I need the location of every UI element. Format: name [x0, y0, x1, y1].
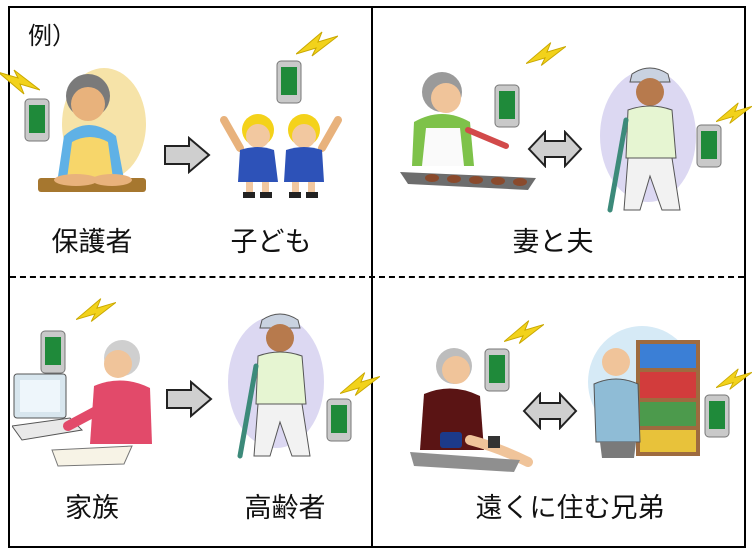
wife-figure	[398, 66, 538, 196]
mobile-phone-icon	[696, 124, 722, 168]
mobile-phone-icon	[484, 348, 510, 392]
signal-lightning-icon	[0, 66, 40, 96]
horizontal-divider	[10, 276, 744, 278]
distant-siblings-label: 遠くに住む兄弟	[475, 493, 665, 524]
mobile-phone-icon	[704, 394, 730, 438]
signal-lightning-icon	[76, 296, 116, 326]
outer-frame	[8, 6, 746, 548]
signal-lightning-icon	[504, 318, 544, 348]
right-arrow-icon	[165, 380, 213, 418]
signal-lightning-icon	[296, 30, 338, 60]
mobile-phone-icon	[494, 84, 520, 128]
signal-lightning-icon	[716, 366, 752, 394]
example-label: 例）	[28, 22, 76, 50]
children-figure	[216, 108, 346, 200]
couple-label: 妻と夫	[512, 227, 594, 258]
sibling-at-bookshelf-figure	[586, 322, 706, 462]
guardian-label: 保護者	[51, 227, 133, 258]
right-arrow-icon	[163, 136, 211, 174]
double-arrow-icon	[522, 392, 578, 430]
elderly-person-figure	[222, 306, 332, 462]
double-arrow-icon	[527, 130, 583, 168]
mobile-phone-icon	[326, 398, 352, 442]
family-label: 家族	[65, 493, 119, 524]
signal-lightning-icon	[526, 40, 566, 70]
guardian-figure	[34, 62, 152, 198]
children-label: 子ども	[230, 227, 312, 258]
signal-lightning-icon	[716, 100, 752, 128]
husband-figure	[588, 60, 698, 216]
mobile-phone-icon	[40, 330, 66, 374]
mobile-phone-icon	[24, 98, 50, 142]
sibling-checking-health-figure	[410, 340, 534, 480]
family-member-figure	[12, 334, 160, 472]
mobile-phone-icon	[276, 60, 302, 104]
elderly-label: 高齢者	[244, 493, 326, 524]
signal-lightning-icon	[340, 370, 380, 400]
